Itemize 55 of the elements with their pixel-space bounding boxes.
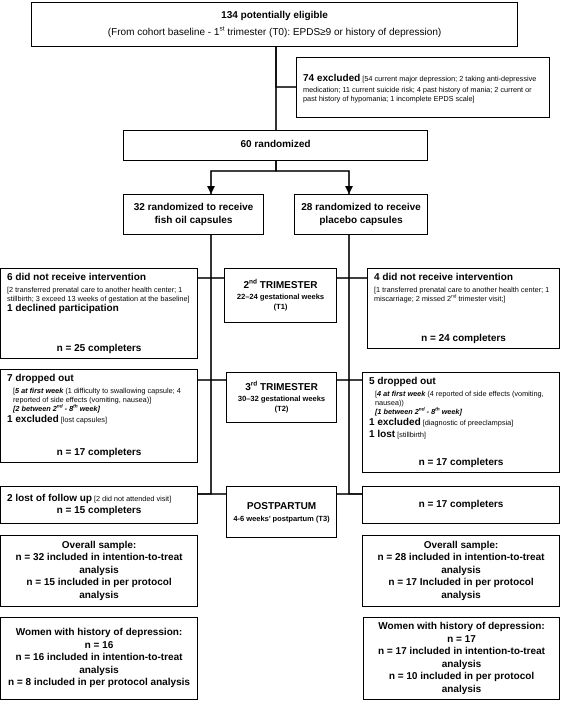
box-text: n = 16 xyxy=(84,640,114,652)
eligibility-box xyxy=(31,2,518,47)
connector-line xyxy=(348,235,362,495)
box-heading: 28 randomized to receive placebo capsules xyxy=(301,202,421,227)
box-text: n = 8 included in per protocol analysis xyxy=(7,677,191,690)
box-heading: 2$^{nd}$ TRIMESTER xyxy=(242,280,319,292)
connector-line xyxy=(337,277,367,279)
sample-box xyxy=(0,535,198,607)
box-text: n = 17 xyxy=(446,634,477,646)
subgroup-box xyxy=(363,617,560,700)
box-heading: 7 dropped out xyxy=(7,373,75,386)
dropout-box xyxy=(362,372,560,473)
exclusion-box xyxy=(296,57,550,118)
box-heading: POSTPARTUM xyxy=(246,501,318,514)
sample-box xyxy=(362,535,560,607)
connector-line xyxy=(198,235,212,495)
box-text: (From cohort baseline - 1$^{st}$ trimester (T0): EPDS≥9 or history of depression) xyxy=(106,26,442,39)
dropout-box xyxy=(367,268,560,349)
dropout-box xyxy=(0,268,198,359)
timepoint-box xyxy=(226,372,337,423)
box-heading: 6 did not receive intervention xyxy=(7,272,147,284)
box-text: n = 15 completers xyxy=(56,505,142,518)
completers-box xyxy=(362,486,560,524)
box-heading: 32 randomized to receive fish oil capsules xyxy=(132,202,254,227)
box-text: n = 15 included in per protocol analysis xyxy=(25,577,173,602)
box-heading: Overall sample: xyxy=(422,540,500,552)
box-text: n = 17 completers xyxy=(418,456,504,469)
dropout-box xyxy=(0,486,198,524)
allocation-box xyxy=(294,194,428,235)
box-text: 1 declined participation xyxy=(7,303,120,316)
connector-line xyxy=(198,277,224,279)
box-text: n = 10 included in per protocol analysis xyxy=(388,671,536,696)
box-text: n = 17 completers xyxy=(56,446,142,459)
randomization-box xyxy=(123,130,428,161)
box-heading: n = 17 completers xyxy=(418,498,504,512)
connector-line xyxy=(275,47,277,130)
connector-line xyxy=(337,379,362,381)
box-heading: Women with history of depression: xyxy=(377,621,546,634)
box-heading: 3$^{rd}$ TRIMESTER xyxy=(244,382,319,394)
box-text: n = 24 completers xyxy=(420,332,507,345)
timepoint-box xyxy=(224,268,337,323)
box-heading: Women with history of depression: xyxy=(14,627,184,640)
timepoint-box xyxy=(226,486,337,538)
box-heading: Overall sample: xyxy=(60,540,138,552)
box-text: n = 25 completers xyxy=(56,342,142,355)
connector-line xyxy=(198,379,226,381)
dropout-box xyxy=(0,369,198,463)
subgroup-box xyxy=(0,617,198,700)
allocation-box xyxy=(123,194,264,235)
arrow xyxy=(275,161,353,194)
box-heading: 5 dropped out xyxy=(369,376,437,388)
box-heading: 134 potentially eligible xyxy=(220,10,329,22)
box-heading: 4 did not receive intervention xyxy=(374,272,514,284)
box-text: n = 17 Included in per protocol analysis xyxy=(387,577,535,602)
box-heading: 60 randomized xyxy=(239,139,312,152)
